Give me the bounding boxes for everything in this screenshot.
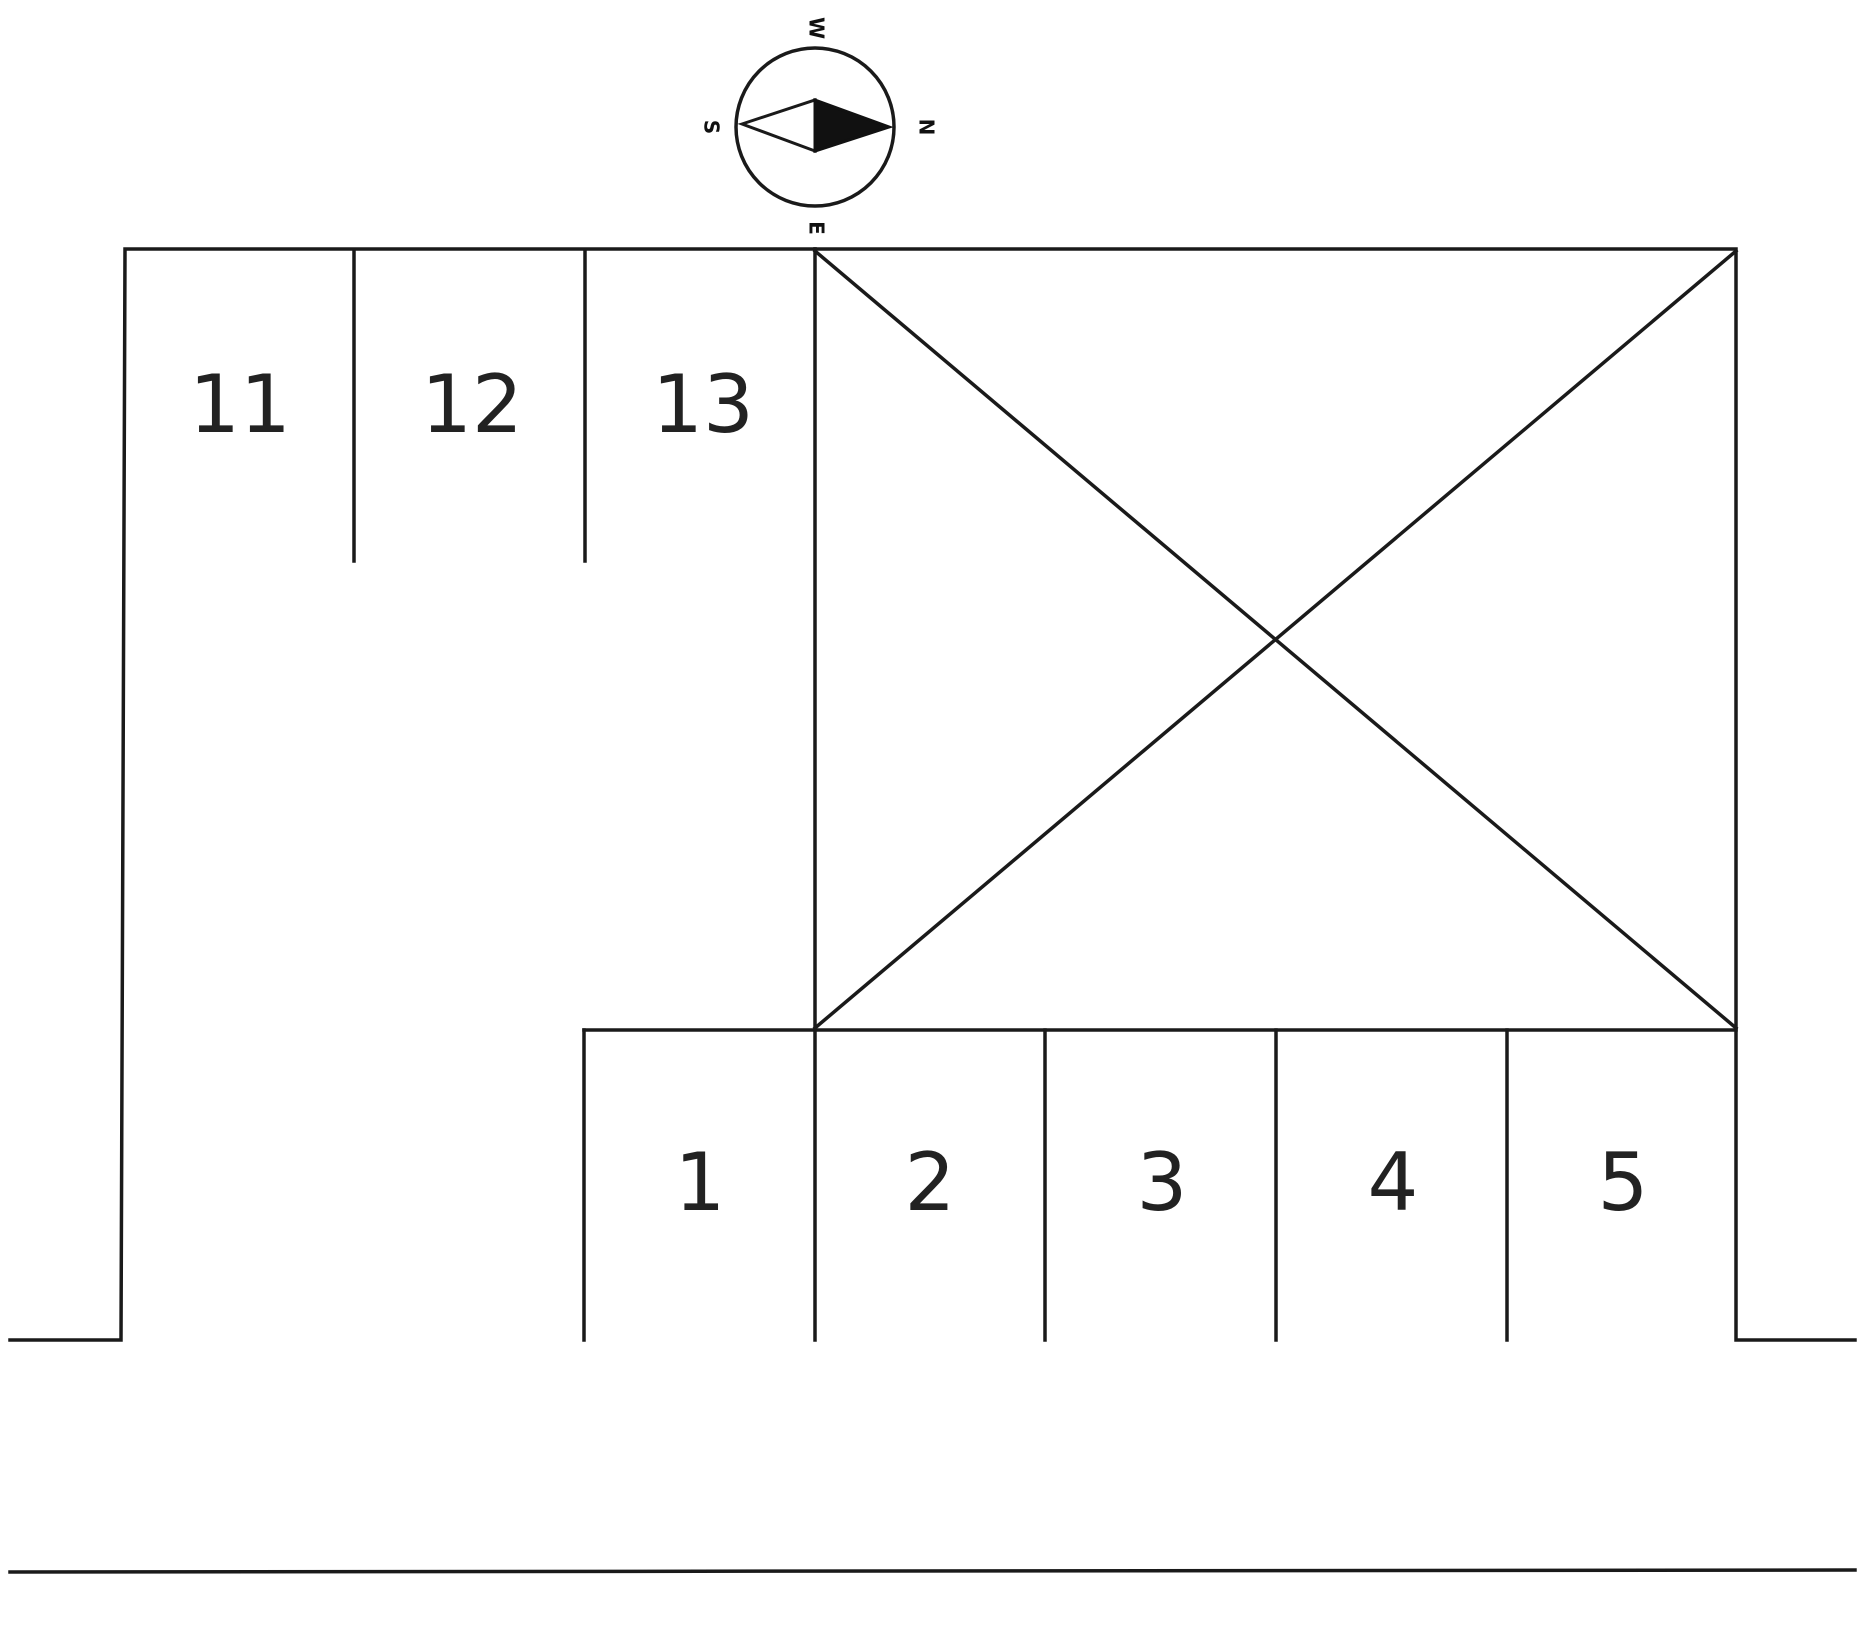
bottom-space-labels: 1 2 3 4 5 [675,1136,1649,1229]
bottom-space-dividers [582,1028,1509,1342]
building-block [582,247,1739,1342]
compass-needle-north [813,97,894,154]
compass-east-label: E [805,221,829,235]
space-label-5: 5 [1598,1136,1649,1229]
lot-right-boundary [813,247,1857,1342]
compass-needle-south [737,97,817,154]
lot-left-boundary [8,247,817,1342]
lot-outline [8,247,1857,1574]
compass-west-label: W [805,17,829,39]
space-label-3: 3 [1137,1136,1188,1229]
road-edge-line [8,1568,1857,1574]
top-space-labels: 11 12 13 [189,358,754,451]
compass-south-label: S [700,120,724,134]
space-label-2: 2 [905,1136,956,1229]
space-label-11: 11 [189,358,291,451]
compass-north-label: N [915,119,939,136]
space-label-4: 4 [1368,1136,1419,1229]
compass-icon: W E S N [700,17,939,235]
space-label-13: 13 [652,358,754,451]
space-label-1: 1 [675,1136,726,1229]
compass-ring [734,46,896,208]
top-space-dividers [352,249,587,563]
space-label-12: 12 [421,358,523,451]
building-cross-diagonal-2 [812,248,1739,1031]
